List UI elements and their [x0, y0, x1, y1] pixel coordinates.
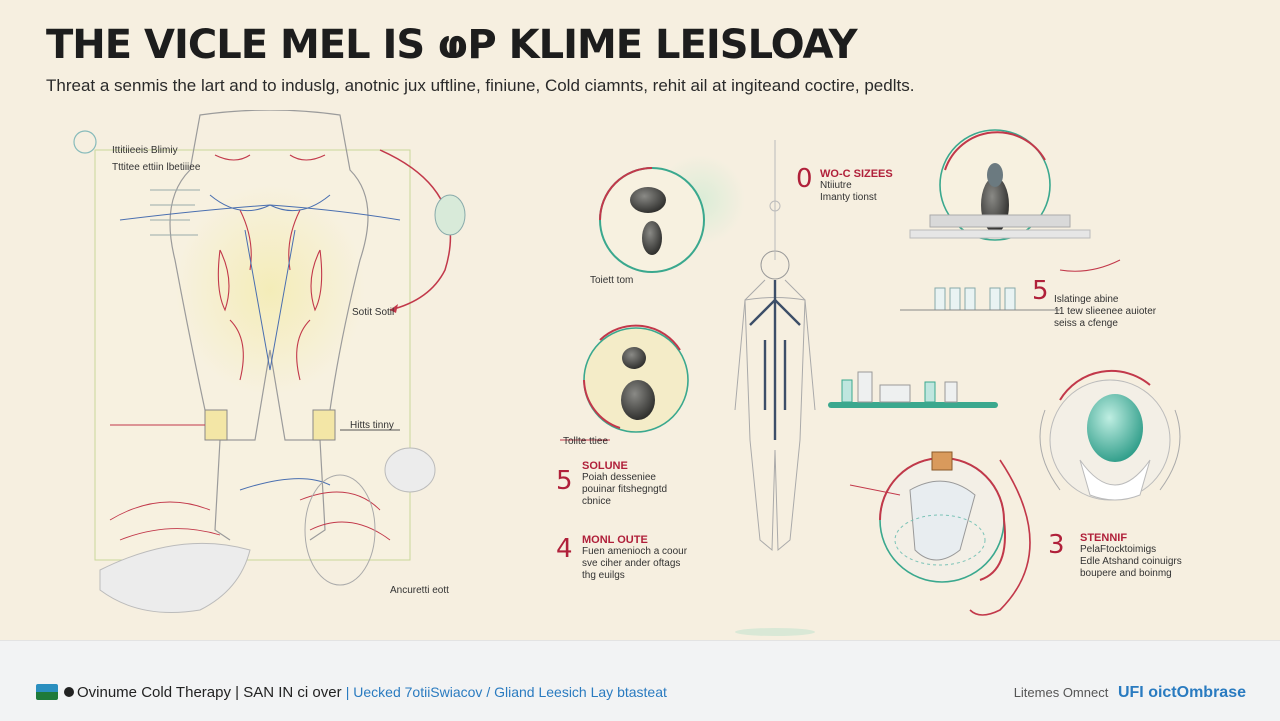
step-text: PelaFtocktoimigs	[1080, 544, 1157, 555]
footer-right: Litemes Omnect UFI oictOmbrase	[1014, 684, 1246, 702]
step-text: boupere and boinmg	[1080, 568, 1172, 579]
annotation-label: Sotit Sotil	[352, 307, 395, 318]
step-number: 5	[1032, 276, 1049, 306]
stone-jar-top-right	[900, 129, 1121, 311]
footer-title: Ovinume Cold Therapy	[77, 684, 231, 701]
footer-link[interactable]: | Uecked 7otiiSwiacov / Gliand Leesich L…	[345, 684, 667, 700]
step-text: Poiah desseniee	[582, 472, 656, 483]
step-text: Fuen amenioch a coour	[582, 546, 688, 557]
page-subtitle: Threat a senmis the lart and to induslg,…	[46, 76, 915, 95]
stone-circle-middle	[583, 324, 689, 433]
step-number: 5	[556, 466, 573, 496]
step-heading: STENNIF	[1080, 532, 1128, 544]
step-text: 11 tew slieenee auioter	[1054, 306, 1157, 317]
step-callout: MONL OUTE Fuen amenioch a coour sve cihe…	[582, 534, 687, 582]
annotation-label: Ittitiieeis Blimiy	[112, 145, 178, 156]
step-number: 4	[556, 534, 573, 564]
step-text: Islatinge abine	[1054, 294, 1119, 305]
step-number: 0	[796, 164, 813, 194]
human-figure-center	[734, 140, 816, 636]
annotation-label: Toiett tom	[590, 275, 634, 286]
step-number: 3	[1048, 530, 1065, 560]
footer-meta: | SAN IN ci over	[235, 684, 342, 701]
annotation-label: Ancuretti eott	[390, 585, 449, 596]
step-text: cbnice	[582, 496, 611, 507]
diagram-artwork	[73, 110, 1181, 636]
step-callout: Islatinge abine 11 tew slieenee auioter …	[1054, 294, 1156, 330]
footer-brand-link[interactable]: UFI oictOmbrase	[1117, 684, 1246, 701]
stone-circle-top	[599, 155, 745, 273]
footer-credit: Litemes Omnect	[1013, 685, 1109, 700]
step-text: Imanty tionst	[820, 192, 877, 203]
anatomy-panel-left	[73, 110, 466, 561]
step-text: Ntiiutre	[820, 180, 852, 191]
footer-left: Ovinume Cold Therapy | SAN IN ci over | …	[64, 684, 667, 701]
step-text: seiss a cfenge	[1054, 318, 1118, 329]
step-callout: WO-C SIZEES Ntiiutre Imanty tionst	[820, 168, 893, 204]
lower-left-sketch	[99, 447, 436, 613]
step-text: thg euilgs	[582, 570, 625, 581]
step-callout: SOLUNE Poiah desseniee pouinar fitshegng…	[582, 460, 667, 508]
step-text: sve ciher ander oftags	[582, 558, 681, 569]
annotation-label: Tollte ttiee	[563, 436, 609, 447]
step-text: pouinar fitshegngtd	[582, 484, 668, 495]
step-heading: MONL OUTE	[582, 534, 648, 546]
brand-logo-icon	[36, 684, 58, 700]
cold-device-circle	[879, 451, 1006, 583]
annotation-label: Hitts tinny	[350, 420, 394, 431]
step-text: Edle Atshand coinuigrs	[1080, 556, 1182, 567]
step-callout: STENNIF PelaFtocktoimigs Edle Atshand co…	[1080, 532, 1182, 580]
step-heading: WO-C SIZEES	[820, 168, 893, 180]
annotation-label: Tttitee ettiin lbetiiiee	[112, 162, 201, 173]
page-title: THE VICLE MEL IS ⱷP KLIME LEISLOAY	[46, 22, 858, 68]
glass-shelf	[828, 371, 998, 408]
teal-stone-wreath	[1039, 369, 1181, 501]
footer-bar	[0, 640, 1280, 721]
bullet-icon	[64, 687, 74, 697]
step-heading: SOLUNE	[582, 460, 628, 472]
